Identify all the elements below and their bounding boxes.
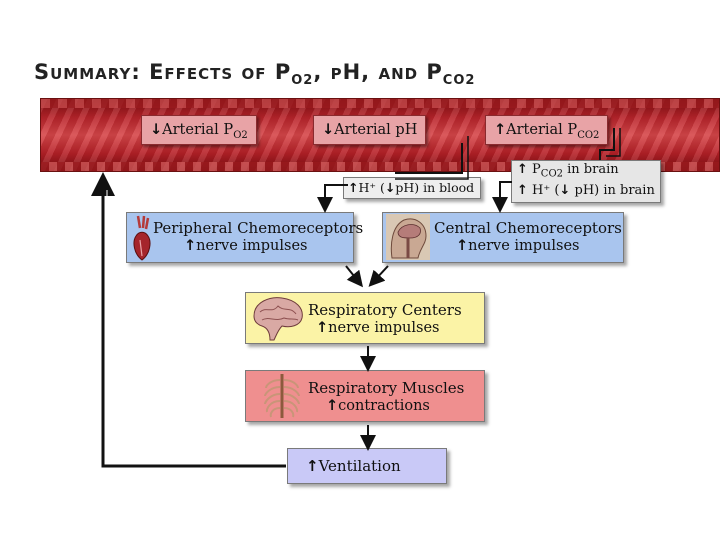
blood-text-1: H⁺ ( <box>358 180 385 195</box>
arterial-pco2-text: Arterial P <box>506 122 578 138</box>
centers-impulses: ↑nerve impulses <box>316 320 440 336</box>
diagram-title: Summary: Effects of PO2, pH, and PCO2 <box>34 60 475 88</box>
brain-pco2-label: ↑ PCO2 in brain <box>517 162 619 180</box>
down-arrow-icon: ↓ <box>150 122 163 138</box>
arrow-peripheral-to-centers <box>345 265 363 288</box>
ventilation-text: Ventilation <box>318 457 401 475</box>
up-arrow-icon: ↑ <box>348 180 359 195</box>
arterial-po2-label: ↓Arterial PO2 <box>141 115 257 145</box>
muscles-title: Respiratory Muscles <box>308 379 465 397</box>
heart-icon <box>133 215 151 261</box>
up-arrow-icon: ↑ <box>517 162 528 177</box>
down-arrow-icon: ↓ <box>322 122 335 138</box>
brain-h-label: ↑ H⁺ (↓ pH) in brain <box>517 183 655 198</box>
arterial-ph-text: Arterial pH <box>334 122 418 138</box>
arrow-central-to-centers <box>368 265 389 287</box>
brain-pco2-sub: CO2 <box>540 168 564 180</box>
arrow-pco2-to-blood <box>395 143 463 174</box>
peripheral-chemoreceptors-box <box>126 212 354 263</box>
peripheral-title: Peripheral Chemoreceptors <box>153 219 364 237</box>
ventilation-label: ↑Ventilation <box>306 457 401 475</box>
head-profile-icon <box>386 214 430 260</box>
brain-pco2-text: P <box>532 162 541 177</box>
title-text-2: , pH, and P <box>313 60 443 84</box>
title-sub-o2: O2 <box>291 73 314 88</box>
peripheral-impulses: ↑nerve impulses <box>184 238 308 254</box>
muscles-contractions: ↑contractions <box>326 398 430 414</box>
feedback-loop-line <box>91 172 286 468</box>
arrow-brain-to-central <box>492 181 512 213</box>
up-arrow-icon: ↑ <box>494 122 507 138</box>
blood-h-label: ↑H⁺ (↓pH) in blood <box>348 180 474 195</box>
down-arrow-icon: ↓ <box>384 180 396 195</box>
arterial-pco2-sub: CO2 <box>577 129 600 141</box>
brain-pco2-tail: in brain <box>563 162 619 177</box>
up-arrow-icon: ↑ <box>306 457 319 475</box>
brain-h-text-2: pH) in brain <box>574 183 655 198</box>
ribcage-icon <box>264 374 300 418</box>
arterial-pco2-label: ↑Arterial PCO2 <box>485 115 609 145</box>
arterial-po2-text: Arterial P <box>162 122 234 138</box>
artery-band: ↓Arterial PO2 ↓Arterial pH ↑Arterial PCO… <box>40 98 720 172</box>
centers-title: Respiratory Centers <box>308 301 462 319</box>
blood-text-2: pH) in blood <box>395 180 475 195</box>
arrow-pco2-to-brain <box>599 128 615 160</box>
arterial-po2-sub: O2 <box>233 129 248 141</box>
up-arrow-icon: ↑ <box>456 238 469 254</box>
central-impulses-text: nerve impulses <box>468 238 580 254</box>
brain-h-text-1: H⁺ ( <box>532 183 560 198</box>
up-arrow-icon: ↑ <box>517 183 528 198</box>
brain-icon <box>253 297 303 341</box>
brain-box <box>511 160 661 203</box>
arrow-blood-to-peripheral <box>317 184 348 213</box>
central-impulses: ↑nerve impulses <box>456 238 580 254</box>
peripheral-impulses-text: nerve impulses <box>196 238 308 254</box>
centers-impulses-text: nerve impulses <box>328 320 440 336</box>
central-title: Central Chemoreceptors <box>434 219 622 237</box>
up-arrow-icon: ↑ <box>316 320 329 336</box>
arterial-ph-label: ↓Arterial pH <box>313 115 427 145</box>
down-arrow-icon: ↓ <box>559 183 571 198</box>
blood-h-box <box>343 177 481 199</box>
title-sub-co2: CO2 <box>442 73 476 88</box>
muscles-contractions-text: contractions <box>338 398 430 414</box>
up-arrow-icon: ↑ <box>326 398 339 414</box>
title-text-1: Summary: Effects of P <box>34 60 292 84</box>
up-arrow-icon: ↑ <box>184 238 197 254</box>
